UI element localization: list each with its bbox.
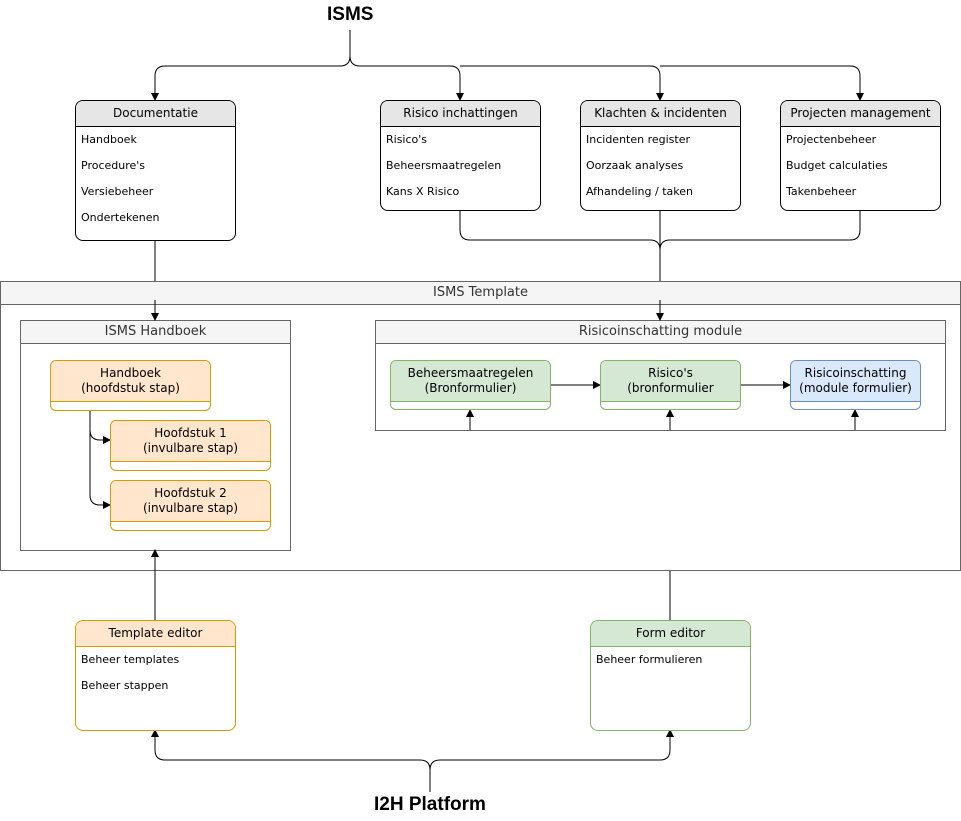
projecten-management-item: Projectenbeheer: [786, 133, 877, 146]
risico-inchattingen-title: Risico inchattingen: [381, 101, 540, 127]
hoofdstuk-1-node: Hoofdstuk 1 (invulbare stap): [110, 420, 271, 471]
documentatie-item: Ondertekenen: [81, 211, 160, 224]
projecten-management-item: Takenbeheer: [786, 185, 857, 198]
connector-projecten-merge: [659, 210, 861, 251]
handboek-step-label: Handboek: [100, 366, 161, 380]
klachten-incidenten-title: Klachten & incidenten: [581, 101, 740, 127]
beheersmaatregelen-node: Beheersmaatregelen (Bronformulier): [390, 360, 551, 410]
template-editor-item: Beheer stappen: [81, 679, 169, 692]
risicoinschatting-label: Risicoinschatting: [804, 366, 907, 380]
hoofdstuk-2-label: Hoofdstuk 2: [154, 486, 227, 500]
documentatie-card: Documentatie Handboek Procedure's Versie…: [75, 100, 236, 241]
beheersmaatregelen-label: Beheersmaatregelen: [407, 366, 534, 380]
risico-inchattingen-item: Risico's: [386, 133, 428, 146]
projecten-management-title: Projecten management: [781, 101, 940, 127]
risico-inchattingen-item: Beheersmaatregelen: [386, 159, 502, 172]
connector-isms-klachten: [460, 65, 664, 101]
connector-isms-documentatie: [151, 30, 351, 101]
klachten-incidenten-item: Incidenten register: [586, 133, 691, 146]
risicoinschatting-node: Risicoinschatting (module formulier): [790, 360, 921, 410]
documentatie-title: Documentatie: [76, 101, 235, 127]
risico-inchattingen-card: Risico inchattingen Risico's Beheersmaat…: [380, 100, 541, 211]
beheersmaatregelen-sublabel: (Bronformulier): [424, 381, 517, 395]
template-editor-title: Template editor: [76, 621, 235, 647]
klachten-incidenten-item: Oorzaak analyses: [586, 159, 684, 172]
handboek-step-sublabel: (hoofdstuk stap): [81, 381, 180, 395]
isms-template-title: ISMS Template: [1, 282, 960, 305]
klachten-incidenten-item: Afhandeling / taken: [586, 185, 693, 198]
isms-handboek-title: ISMS Handboek: [21, 321, 290, 344]
documentatie-item: Procedure's: [81, 159, 146, 172]
risico-inchattingen-item: Kans X Risico: [386, 185, 460, 198]
hoofdstuk-2-sublabel: (invulbare stap): [142, 501, 239, 515]
i2h-platform-title: I2H Platform: [374, 794, 486, 815]
connector-platform-templateeditor: [151, 729, 431, 792]
hoofdstuk-1-sublabel: (invulbare stap): [142, 441, 239, 455]
risicoinschatting-sublabel: (module formulier): [799, 381, 912, 395]
documentatie-item: Handboek: [81, 133, 137, 146]
hoofdstuk-1-label: Hoofdstuk 1: [154, 426, 227, 440]
hoofdstuk-2-node: Hoofdstuk 2 (invulbare stap): [110, 480, 271, 531]
template-editor-item: Beheer templates: [81, 653, 180, 666]
projecten-management-item: Budget calculaties: [786, 159, 888, 172]
risicos-sublabel: (bronformulier: [627, 381, 714, 395]
isms-title: ISMS: [327, 4, 374, 25]
risicos-label: Risico's: [648, 366, 693, 380]
connector-risico-merge: [459, 210, 661, 251]
handboek-step-node: Handboek (hoofdstuk stap): [50, 360, 211, 411]
documentatie-item: Versiebeheer: [81, 185, 154, 198]
risicos-node: Risico's (bronformulier: [600, 360, 741, 410]
connector-platform-formeditor: [429, 729, 674, 771]
projecten-management-card: Projecten management Projectenbeheer Bud…: [780, 100, 941, 211]
form-editor-item: Beheer formulieren: [596, 653, 703, 666]
connector-isms-projecten: [660, 65, 864, 101]
form-editor-card: Form editor Beheer formulieren: [590, 620, 751, 731]
connector-isms-risico: [349, 55, 464, 101]
template-editor-card: Template editor Beheer templates Beheer …: [75, 620, 236, 731]
klachten-incidenten-card: Klachten & incidenten Incidenten registe…: [580, 100, 741, 211]
form-editor-title: Form editor: [591, 621, 750, 647]
risicoinschatting-module-title: Risicoinschatting module: [376, 321, 945, 344]
